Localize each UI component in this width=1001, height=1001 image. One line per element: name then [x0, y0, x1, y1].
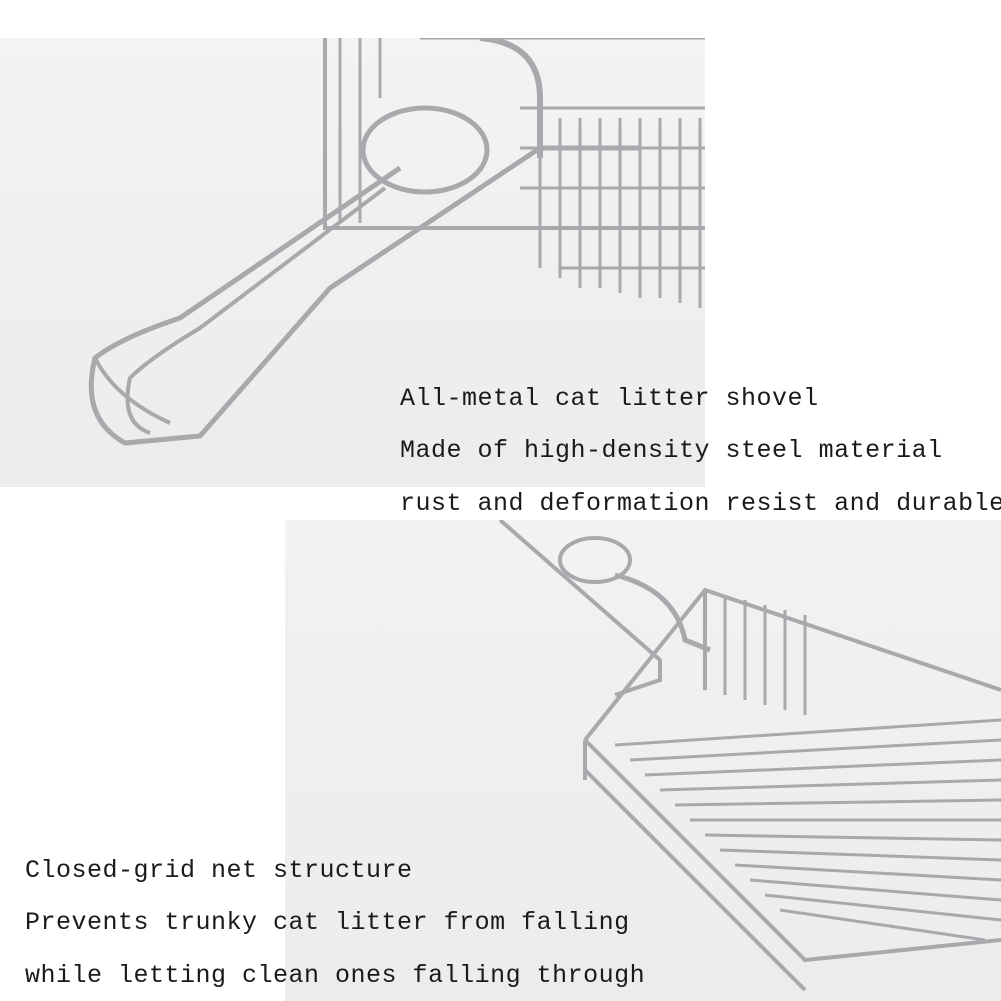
caption-line: Made of high-density steel material — [400, 436, 943, 465]
caption-line: All-metal cat litter shovel — [400, 384, 819, 413]
caption-line: Closed-grid net structure — [25, 856, 413, 885]
caption-line: while letting clean ones falling through — [25, 961, 646, 990]
scoop-basket-illustration — [498, 520, 1001, 992]
scoop-basket-photo — [285, 520, 1001, 1001]
scoop-handle-illustration — [88, 38, 705, 446]
caption-line: Prevents trunky cat litter from falling — [25, 908, 630, 937]
scoop-handle-photo — [0, 38, 705, 487]
caption-line: rust and deformation resist and durable — [400, 489, 1001, 518]
